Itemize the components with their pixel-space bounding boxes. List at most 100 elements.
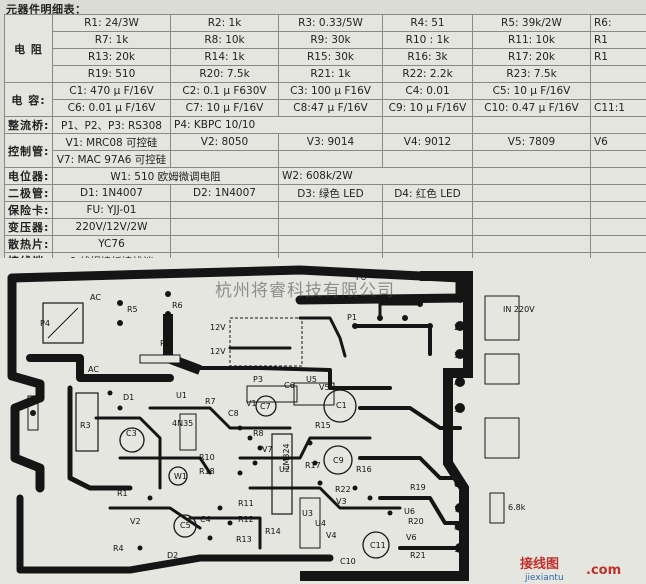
category-cell: 电 阻 bbox=[4, 14, 53, 83]
pad bbox=[117, 300, 123, 306]
component-outline-c1 bbox=[323, 389, 357, 423]
component-outline-c7 bbox=[255, 395, 277, 417]
label-w1: W1 bbox=[174, 472, 187, 481]
page-title: 元器件明细表： bbox=[6, 3, 87, 16]
table-cell: C4: 0.01 bbox=[382, 82, 473, 100]
category-cell: 保险卡: bbox=[4, 201, 53, 219]
table-cell bbox=[590, 65, 646, 83]
trace bbox=[16, 494, 334, 574]
trace bbox=[358, 456, 462, 480]
label-p3: P3 bbox=[253, 375, 263, 384]
table-cell: R20: 7.5k bbox=[170, 65, 279, 83]
terminal-label-8: 8 bbox=[454, 523, 459, 532]
table-cell: C10: 0.47 μ F/16V bbox=[472, 99, 591, 117]
label-u1: U1 bbox=[176, 391, 187, 400]
mounting-hole bbox=[30, 410, 36, 416]
table-row: 电 阻 R1: 24/3W R2: 1k R3: 0.33/5W R4: 51 … bbox=[4, 14, 646, 83]
label-12v: 12V bbox=[210, 323, 226, 332]
pcb-watermark: 杭州将睿科技有限公司 bbox=[215, 281, 395, 301]
pad bbox=[312, 460, 318, 466]
table-cell: R9: 30k bbox=[278, 31, 383, 49]
terminal-pad bbox=[455, 349, 465, 359]
category-cell: 电 容: bbox=[4, 82, 53, 117]
table-row: 保险卡: FU: YJJ-01 bbox=[4, 201, 646, 219]
terminal-pad bbox=[455, 521, 465, 531]
table-row: 电 容: C1: 470 μ F/16V C2: 0.1 μ F630V C3:… bbox=[4, 82, 646, 117]
label-r13: R13 bbox=[236, 535, 252, 544]
component-outline-c9 bbox=[323, 445, 353, 475]
component-outline-c11 bbox=[362, 531, 390, 559]
trace bbox=[298, 316, 347, 358]
pad bbox=[107, 390, 113, 396]
label-r3: R3 bbox=[80, 421, 91, 430]
table-cell: R23: 7.5k bbox=[472, 65, 591, 83]
table-cell: D2: 1N4007 bbox=[170, 184, 279, 202]
label-v5: V5 bbox=[319, 383, 330, 392]
table-cell: V3: 9014 bbox=[278, 133, 383, 151]
pad bbox=[252, 460, 258, 466]
label-p1: P1 bbox=[347, 313, 357, 322]
component-outline-u3 bbox=[299, 497, 321, 549]
category-cell: 控制管: bbox=[4, 133, 53, 168]
pad bbox=[165, 311, 171, 317]
table-cell: C3: 100 μ F16V bbox=[278, 82, 383, 100]
trace bbox=[26, 354, 174, 382]
pcb-drawing: 杭州将睿科技有限公司 AC AC FU IN 220V 12V 12V P1 P… bbox=[0, 258, 646, 584]
label-r11: R11 bbox=[238, 499, 254, 508]
component-outline bbox=[139, 354, 181, 364]
pad bbox=[402, 315, 408, 321]
pad bbox=[247, 435, 253, 441]
table-cell: C6: 0.01 μ F/16V bbox=[52, 99, 171, 117]
component-outline-transformer bbox=[229, 317, 303, 367]
table-row: 整流桥: P1、P2、P3: RS308 P4: KBPC 10/10 bbox=[4, 116, 646, 134]
trace bbox=[148, 406, 292, 430]
label-r4: R4 bbox=[113, 544, 124, 553]
table-cell: C1: 470 μ F/16V bbox=[52, 82, 171, 100]
trace bbox=[94, 416, 162, 490]
table-cell: V2: 8050 bbox=[170, 133, 279, 151]
table-cell: R19: 510 bbox=[52, 65, 171, 83]
label-u4: U4 bbox=[315, 519, 326, 528]
table-cell: P4: KBPC 10/10 bbox=[170, 116, 383, 134]
trace bbox=[378, 302, 422, 320]
terminal-label-1: 1 bbox=[454, 295, 459, 304]
pad bbox=[117, 320, 123, 326]
label-r18: R18 bbox=[199, 467, 215, 476]
label-r5: R5 bbox=[127, 305, 138, 314]
table-row: 散热片: YC76 bbox=[4, 235, 646, 253]
label-d1: D1 bbox=[123, 393, 134, 402]
terminal-pad bbox=[455, 543, 465, 553]
terminal-pad bbox=[455, 377, 465, 387]
category-cell: 变压器: bbox=[4, 218, 53, 236]
terminal-block-in bbox=[484, 295, 520, 341]
component-outline-heatsink bbox=[27, 395, 39, 431]
label-c4: C4 bbox=[200, 515, 211, 524]
terminal-label-7: 7 bbox=[454, 505, 459, 514]
table-cell: R6: bbox=[590, 14, 646, 32]
terminal-pad bbox=[455, 403, 465, 413]
label-c7: C7 bbox=[260, 402, 271, 411]
table-cell: C5: 10 μ F/16V bbox=[472, 82, 591, 100]
table-row: 变压器: 220V/12V/2W bbox=[4, 218, 646, 236]
terminal-label-2: 2 bbox=[454, 323, 459, 332]
label-r1: R1 bbox=[117, 489, 128, 498]
table-row: R7: 1k R8: 10k R9: 30k R10 : 1k R11: 10k… bbox=[5, 31, 646, 49]
label-c5: C5 bbox=[180, 521, 191, 530]
table-row: C6: 0.01 μ F/16V C7: 10 μ F/16V C8:47 μ … bbox=[5, 99, 646, 117]
label-v1: V1 bbox=[246, 399, 257, 408]
pad bbox=[427, 323, 433, 329]
trace bbox=[188, 516, 262, 550]
table-cell: C11:1 bbox=[590, 99, 646, 117]
label-in-220v: IN 220V bbox=[503, 305, 535, 314]
label-v6: V6 bbox=[406, 533, 417, 542]
component-list-table: 电 阻 R1: 24/3W R2: 1k R3: 0.33/5W R4: 51 … bbox=[4, 14, 646, 270]
table-cell: R22: 2.2k bbox=[382, 65, 473, 83]
category-cell: 整流桥: bbox=[4, 116, 53, 134]
table-cell: YC76 bbox=[52, 235, 171, 253]
label-r7: R7 bbox=[205, 397, 216, 406]
table-cell: R13: 20k bbox=[52, 48, 171, 66]
table-cell: V6 bbox=[590, 133, 646, 151]
pad bbox=[217, 505, 223, 511]
pad bbox=[257, 445, 263, 451]
trace bbox=[378, 496, 462, 525]
